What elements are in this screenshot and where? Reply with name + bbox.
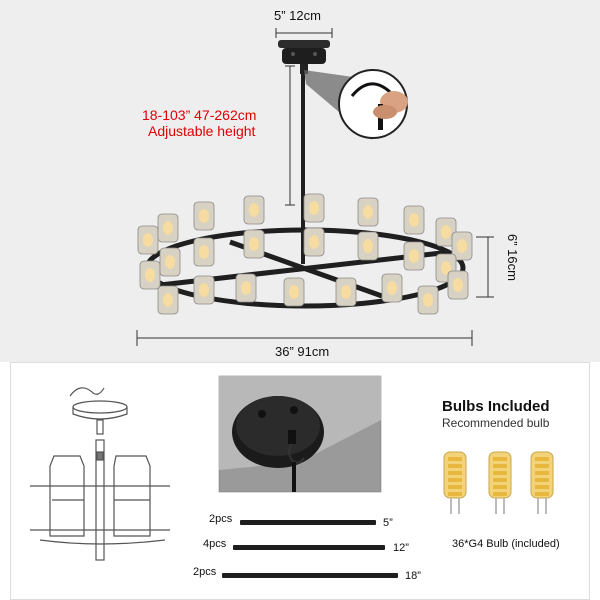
shade-glow: [457, 239, 467, 253]
shade-glow: [309, 235, 319, 249]
shade-glow: [387, 281, 397, 295]
canopy-size-label: 5” 12cm: [274, 8, 321, 23]
shade-glow: [453, 278, 463, 292]
shade-glow: [341, 285, 351, 299]
rod-qty-3: 2pcs: [193, 566, 217, 578]
shade-glow: [249, 203, 259, 217]
shade-glow: [145, 268, 155, 282]
rod-qty-2: 4pcs: [203, 538, 227, 550]
rod-length-3: 18”: [405, 570, 421, 582]
height-dimension: [285, 65, 295, 206]
rod-qty-1: 2pcs: [209, 513, 233, 525]
shade-glow: [441, 225, 451, 239]
shade-glow: [241, 281, 251, 295]
diameter-dimension: [136, 330, 473, 346]
shade-glow: [409, 249, 419, 263]
shade-glow: [249, 237, 259, 251]
adjustable-height-label: Adjustable height: [148, 123, 256, 139]
bulbs-heading: Bulbs Included: [442, 398, 550, 415]
shade-glow: [199, 209, 209, 223]
fixture-height-dimension: [476, 236, 494, 298]
shade-glow: [289, 285, 299, 299]
shade-glow: [143, 233, 153, 247]
shade-glow: [363, 205, 373, 219]
shade-glow: [423, 293, 433, 307]
canopy: [278, 40, 330, 74]
shade-glow: [309, 201, 319, 215]
down-rod: [301, 74, 305, 264]
shade-glow: [163, 293, 173, 307]
crystal-shades: [137, 193, 473, 315]
shade-glow: [363, 239, 373, 253]
canopy-dimension: [275, 28, 333, 38]
bulbs-caption: 36*G4 Bulb (included): [452, 538, 560, 550]
fixture-height-label: 6” 16cm: [505, 234, 520, 281]
rod-length-2: 12”: [393, 542, 409, 554]
shade-glow: [199, 245, 209, 259]
diameter-label: 36” 91cm: [275, 344, 330, 359]
shade-glow: [441, 261, 451, 275]
shade-glow: [165, 255, 175, 269]
shade-glow: [163, 221, 173, 235]
zoom-callout: [304, 69, 408, 140]
shade-glow: [199, 283, 209, 297]
bulbs-subheading: Recommended bulb: [442, 416, 550, 430]
rod-length-1: 5”: [383, 517, 393, 529]
shade-glow: [409, 213, 419, 227]
height-range-label: 18-103” 47-262cm: [142, 107, 257, 123]
